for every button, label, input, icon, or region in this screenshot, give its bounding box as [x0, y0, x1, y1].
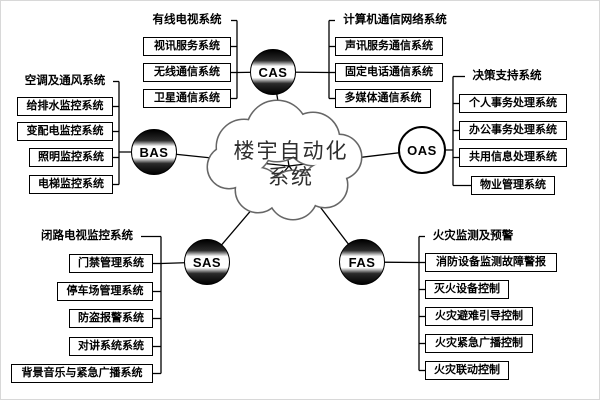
fas-item: 火灾联动控制 [425, 361, 509, 380]
cas-left-item: 视讯服务系统 [143, 37, 231, 56]
node-sas: SAS [184, 239, 230, 285]
central-label-line2: 系统 [268, 166, 314, 189]
sas-item: 门禁管理系统 [69, 254, 153, 273]
oas-item: 物业管理系统 [471, 176, 555, 195]
sas-item: 防盗报警系统 [69, 309, 153, 328]
cas-right-item: 固定电话通信系统 [335, 63, 443, 82]
fas-item: 消防设备监测故障警报 [425, 253, 557, 272]
oas-item: 办公事务处理系统 [459, 121, 567, 140]
sas-item: 对讲系统系统 [69, 337, 153, 356]
node-bas: BAS [131, 129, 177, 175]
fas-item: 火灾避难引导控制 [425, 307, 533, 326]
cas-left-item: 无线通信系统 [143, 63, 231, 82]
fas-item: 火灾紧急广播控制 [425, 334, 533, 353]
central-system-label: 楼宇自动化 系统 [211, 139, 371, 191]
cas-left-header: 有线电视系统 [152, 13, 222, 26]
sas-header: 闭路电视监控系统 [41, 229, 133, 242]
node-oas: OAS [398, 126, 446, 174]
bas-item: 电梯监控系统 [29, 175, 113, 194]
central-label-line1: 楼宇自动化 [233, 140, 349, 163]
sas-item: 停车场管理系统 [57, 282, 153, 301]
cas-right-item: 声讯服务通信系统 [335, 37, 443, 56]
oas-item: 共用信息处理系统 [459, 148, 567, 167]
cas-right-header: 计算机通信网络系统 [343, 13, 447, 26]
node-fas: FAS [339, 239, 385, 285]
sas-item: 背景音乐与紧急广播系统 [11, 364, 153, 383]
bas-header: 空调及通风系统 [24, 74, 106, 87]
bas-item: 给排水监控系统 [17, 97, 113, 116]
oas-item: 个人事务处理系统 [459, 94, 567, 113]
bas-item: 变配电监控系统 [17, 122, 113, 141]
cas-left-item: 卫星通信系统 [143, 89, 231, 108]
cas-right-item: 多媒体通信系统 [335, 89, 431, 108]
node-cas: CAS [250, 49, 296, 95]
fas-item: 灭火设备控制 [425, 280, 509, 299]
oas-header: 决策支持系统 [472, 69, 542, 82]
bas-item: 照明监控系统 [29, 148, 113, 167]
fas-header: 火灾监测及预警 [432, 229, 514, 242]
